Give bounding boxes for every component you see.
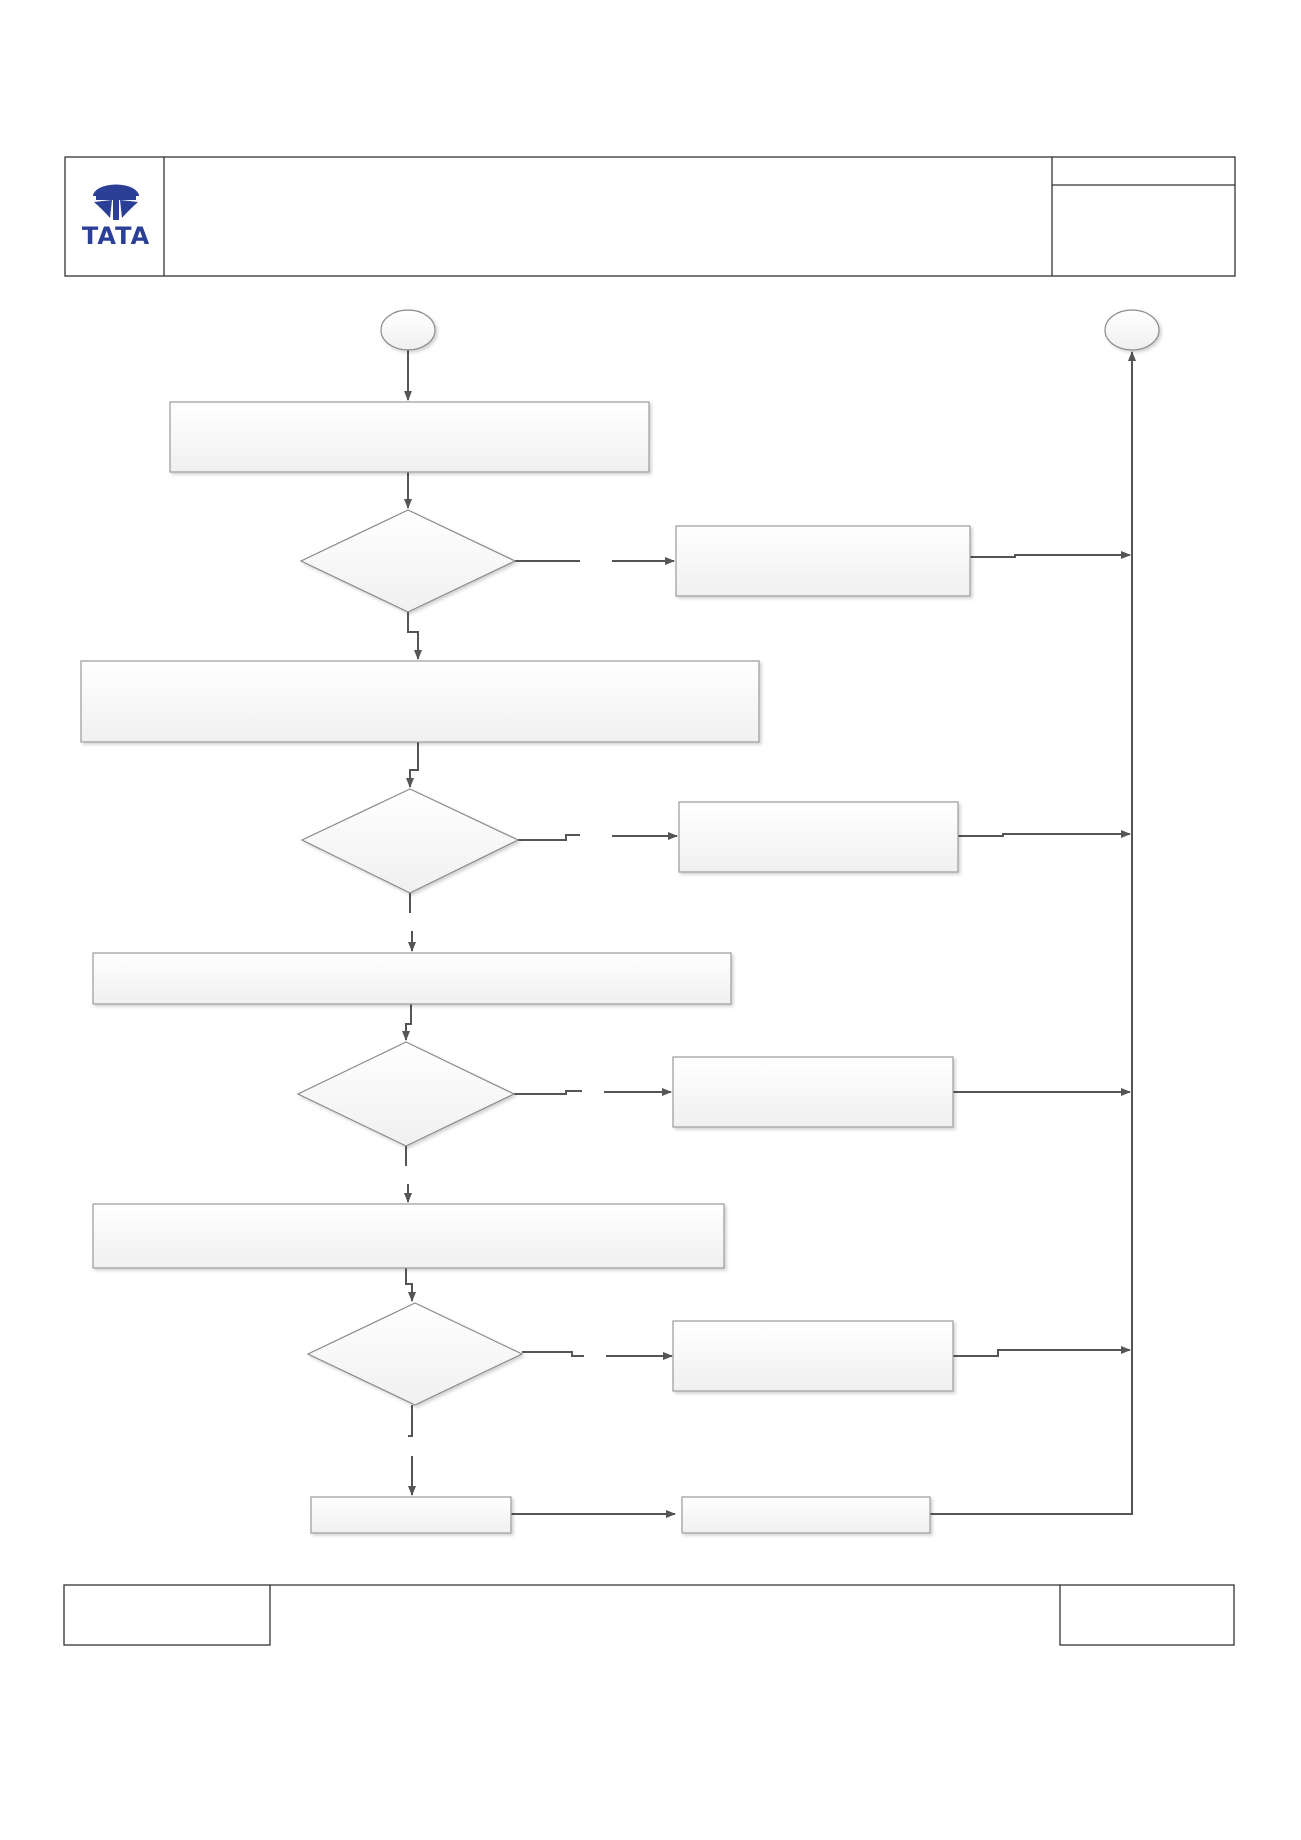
connector-step3-to-decision3 <box>402 1004 412 1041</box>
decision-2 <box>300 788 520 894</box>
connector-step2-to-decision2 <box>406 742 419 788</box>
connector-action2-to-bus <box>958 830 1131 838</box>
branch-action-2 <box>678 801 959 873</box>
connector-decision4-down <box>408 1405 413 1437</box>
decision-3 <box>296 1041 516 1147</box>
footer-block <box>63 1584 1235 1646</box>
connector-step4-to-decision4 <box>405 1268 416 1302</box>
tata-emblem-icon <box>93 184 139 220</box>
connector-decision2-right <box>518 834 580 841</box>
decision-1 <box>299 509 517 613</box>
end-terminal <box>1104 309 1160 351</box>
connector-decision1-to-step2 <box>407 612 422 660</box>
connector-final2-to-bus <box>930 351 1136 1515</box>
final-step-2 <box>681 1496 931 1534</box>
branch-action-1 <box>675 525 971 597</box>
connector-action4-to-bus <box>953 1346 1131 1357</box>
process-step-3 <box>92 952 732 1005</box>
decision-4 <box>306 1302 524 1406</box>
logo-wordmark: TATA <box>82 222 150 250</box>
branch-action-3 <box>672 1056 954 1128</box>
branch-action-4 <box>672 1320 954 1392</box>
header-block: TATA <box>64 156 1236 277</box>
process-step-1 <box>169 401 650 473</box>
start-terminal <box>380 309 436 351</box>
process-step-2 <box>80 660 760 743</box>
connector-decision3-right <box>514 1090 582 1095</box>
connector-decision4-right <box>522 1351 584 1357</box>
connector-lines <box>402 348 1136 1518</box>
connector-action1-to-bus <box>970 551 1131 559</box>
process-step-4 <box>92 1203 725 1269</box>
final-step-1 <box>310 1496 512 1534</box>
